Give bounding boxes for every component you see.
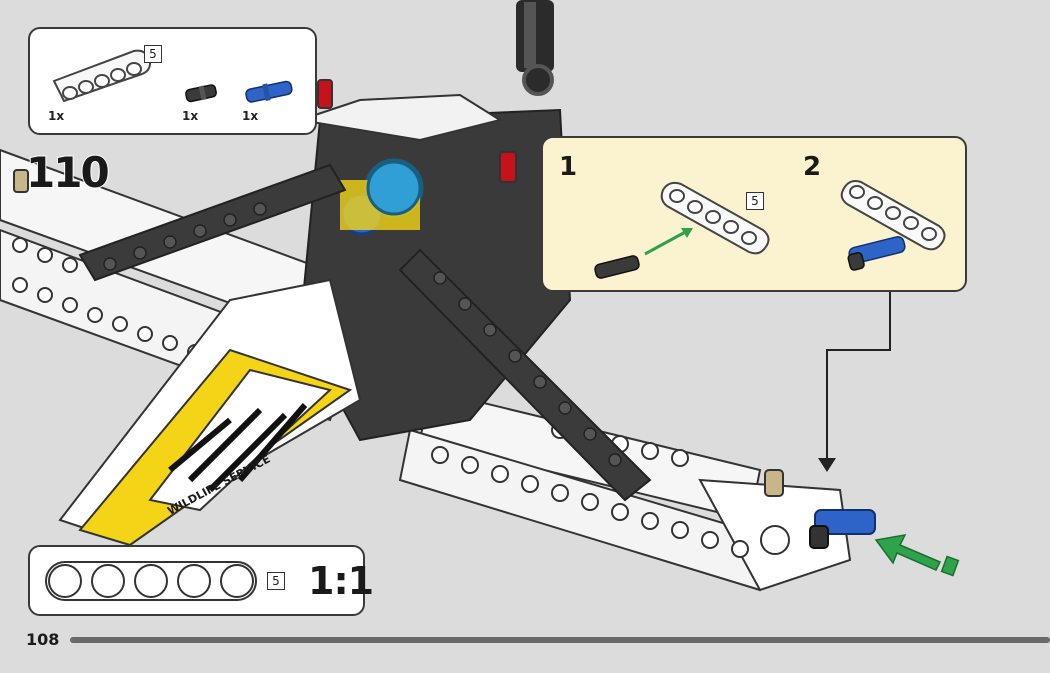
scale-label: 1:1	[308, 559, 374, 603]
substep-callout-box: 1 5 2	[541, 136, 967, 292]
quantity-label: 1x	[48, 109, 65, 123]
substep-number-1: 1	[559, 152, 578, 182]
white-beam-5-icon	[52, 49, 152, 103]
length-tag: 5	[746, 192, 764, 210]
page-number: 108	[26, 630, 60, 649]
quantity-label: 1x	[182, 109, 199, 123]
beam-1-to-1-icon	[45, 561, 257, 601]
step-number: 110	[25, 147, 111, 198]
length-tag: 5	[144, 45, 162, 63]
substep-2-illustration	[840, 180, 946, 271]
substep-1-illustration	[594, 181, 770, 279]
scale-callout-box: 5 1:1	[28, 545, 374, 616]
progress-bar	[70, 637, 1050, 643]
insertion-arrow-icon	[874, 534, 960, 577]
parts-list-box: 5 1x 1x 1x	[28, 27, 317, 135]
length-tag: 5	[267, 572, 285, 590]
quantity-label: 1x	[242, 109, 259, 123]
black-pin-icon	[185, 84, 217, 103]
blue-axle-pin-icon	[245, 80, 293, 103]
substep-number-2: 2	[803, 152, 822, 182]
